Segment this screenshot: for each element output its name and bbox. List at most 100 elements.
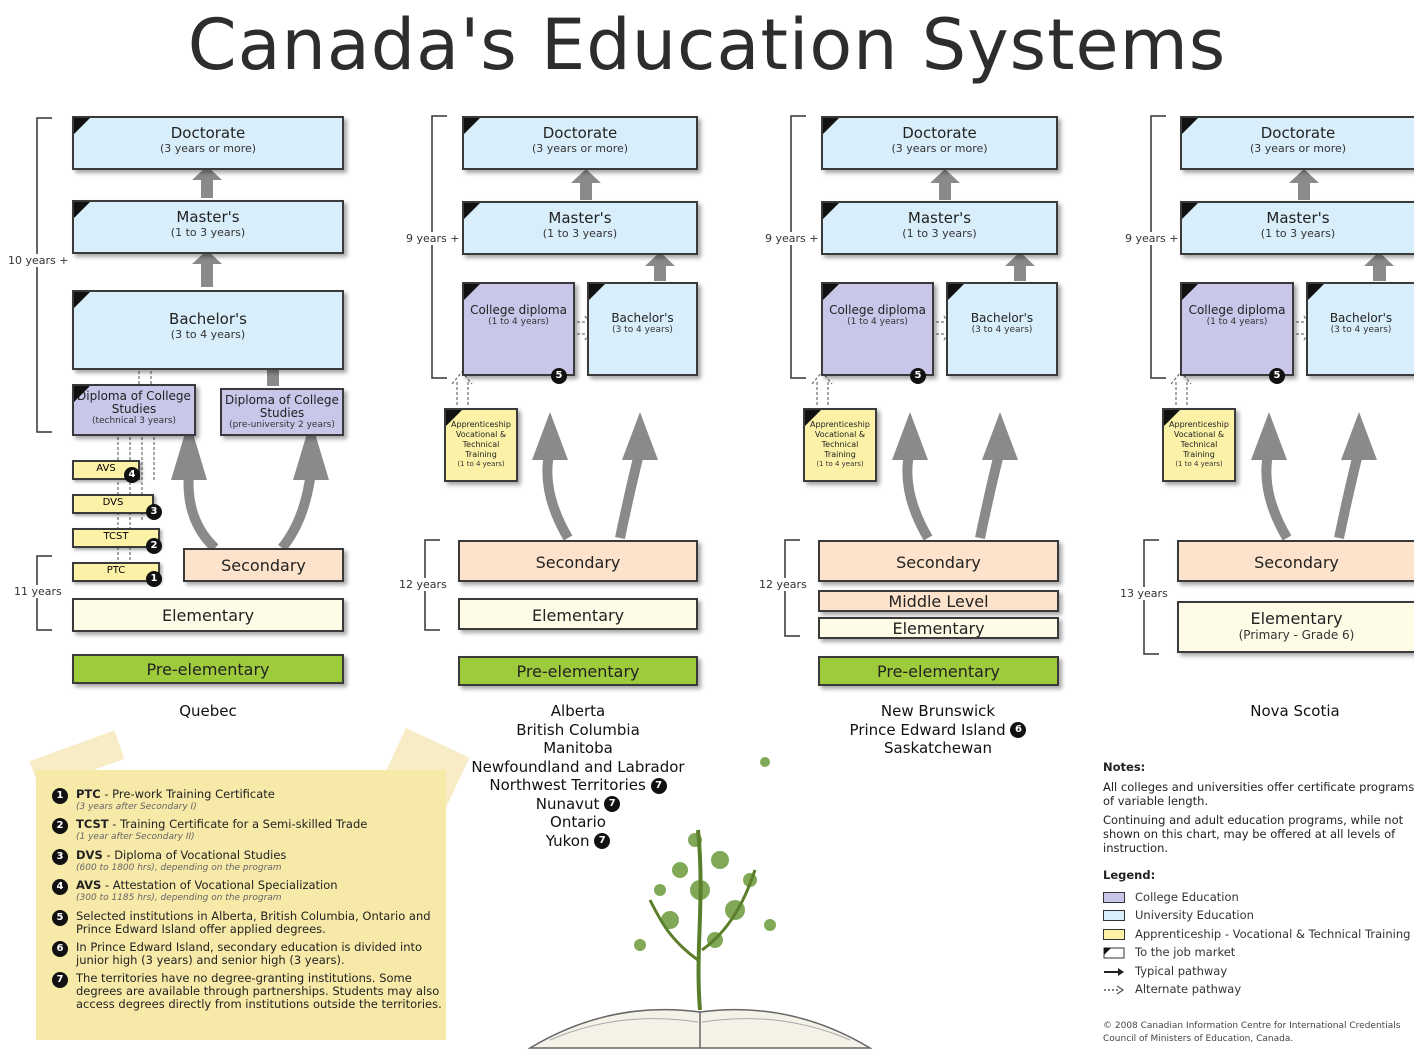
legend-label: Alternate pathway bbox=[1135, 982, 1242, 996]
job-market-marker bbox=[74, 292, 90, 308]
footnote-number: 7 bbox=[52, 972, 68, 988]
job-market-marker bbox=[464, 118, 480, 134]
job-market-marker bbox=[464, 203, 480, 219]
middle-level-box: Middle Level bbox=[818, 590, 1059, 612]
level-name: Pre-elementary bbox=[146, 660, 270, 679]
level-name: Pre-elementary bbox=[516, 662, 640, 681]
span-label: 12 years bbox=[399, 578, 447, 591]
doctorate-box: Doctorate (3 years or more) bbox=[462, 116, 698, 170]
province-row: Prince Edward Island 6 bbox=[818, 721, 1058, 740]
level-name: Master's bbox=[1266, 209, 1330, 227]
level-name: College diploma bbox=[470, 303, 567, 317]
level-duration: (3 to 4 years) bbox=[170, 328, 246, 341]
notes-paragraph: All colleges and universities offer cert… bbox=[1103, 780, 1414, 808]
level-duration: (Primary - Grade 6) bbox=[1238, 628, 1355, 642]
notes-heading: Notes: bbox=[1103, 760, 1146, 774]
footnote-abbr: PTC bbox=[76, 787, 101, 801]
doctorate-box: Doctorate (3 years or more) bbox=[821, 116, 1058, 170]
legend-label: College Education bbox=[1135, 890, 1239, 904]
level-name: Secondary bbox=[221, 556, 306, 575]
dvs-box: DVS bbox=[72, 494, 154, 514]
span-label: 9 years + bbox=[406, 232, 460, 245]
level-duration: (1 to 4 years) bbox=[1175, 460, 1223, 468]
dcs-preuniversity-box: Diploma of College Studies (pre-universi… bbox=[220, 388, 344, 436]
footnote-item: 2 TCST - Training Certificate for a Semi… bbox=[52, 818, 442, 844]
level-name: Apprenticeship Vocational & Technical Tr… bbox=[810, 420, 870, 459]
arrow-right-icon bbox=[1104, 967, 1124, 976]
footnote-item: 3 DVS - Diploma of Vocational Studies(60… bbox=[52, 849, 442, 875]
masters-box: Master's (1 to 3 years) bbox=[72, 200, 344, 254]
avs-box: AVS bbox=[72, 460, 140, 480]
level-name: Bachelor's bbox=[611, 311, 674, 325]
bachelors-box: Bachelor's (3 to 4 years) bbox=[1306, 282, 1414, 376]
job-market-marker bbox=[1182, 284, 1198, 300]
level-duration: (3 years or more) bbox=[159, 142, 257, 155]
apprenticeship-box: Apprenticeship Vocational & Technical Tr… bbox=[803, 408, 877, 482]
credit-line: Council of Ministers of Education, Canad… bbox=[1103, 1034, 1294, 1044]
apprenticeship-box: Apprenticeship Vocational & Technical Tr… bbox=[1162, 408, 1236, 482]
credit-line: © 2008 Canadian Information Centre for I… bbox=[1103, 1021, 1401, 1031]
college-diploma-box: College diploma (1 to 4 years) bbox=[1180, 282, 1294, 376]
elementary-box: Elementary bbox=[458, 598, 698, 630]
province-list-west: Alberta British Columbia Manitoba Newfou… bbox=[438, 702, 718, 850]
footnote-badge: 5 bbox=[1269, 368, 1285, 384]
footnote-item: 1 PTC - Pre-work Training Certificate(3 … bbox=[52, 788, 442, 814]
level-name: College diploma bbox=[829, 303, 926, 317]
footnote-badge: 3 bbox=[146, 504, 162, 520]
level-duration: (1 to 3 years) bbox=[1260, 227, 1336, 240]
job-market-marker bbox=[823, 203, 839, 219]
level-name: Elementary bbox=[892, 619, 985, 638]
province-name: New Brunswick bbox=[880, 702, 996, 720]
footnote-text: Selected institutions in Alberta, Britis… bbox=[76, 909, 431, 936]
legend-label: University Education bbox=[1135, 908, 1254, 922]
level-duration: (3 to 4 years) bbox=[612, 325, 673, 335]
level-duration: (3 years or more) bbox=[531, 142, 629, 155]
province-list-east: New Brunswick Prince Edward Island 6 Sas… bbox=[818, 702, 1058, 758]
province-quebec: Quebec bbox=[179, 702, 237, 720]
job-market-marker bbox=[1308, 284, 1324, 300]
job-market-marker bbox=[1182, 118, 1198, 134]
legend-item-university: University Education bbox=[1103, 907, 1254, 923]
level-duration: (1 to 4 years) bbox=[1206, 317, 1268, 327]
level-duration: (1 to 4 years) bbox=[816, 460, 864, 468]
legend-label: Typical pathway bbox=[1135, 964, 1228, 978]
legend-item-alternate: Alternate pathway bbox=[1103, 981, 1241, 997]
elementary-box: Elementary bbox=[72, 598, 344, 632]
level-name: Elementary bbox=[161, 606, 255, 625]
footnote-subtext: (300 to 1185 hrs), depending on the prog… bbox=[76, 893, 282, 903]
footnote-badge: 5 bbox=[551, 368, 567, 384]
job-market-marker bbox=[805, 410, 821, 426]
level-name: Doctorate bbox=[542, 124, 618, 142]
college-swatch bbox=[1103, 892, 1125, 903]
legend-label: Apprenticeship - Vocational & Technical … bbox=[1135, 927, 1411, 941]
level-name: Secondary bbox=[1254, 553, 1339, 572]
footnote-number: 6 bbox=[52, 941, 68, 957]
footnote-number: 3 bbox=[52, 849, 68, 865]
job-market-marker bbox=[1182, 203, 1198, 219]
province-name: Nunavut bbox=[535, 794, 600, 813]
job-market-icon bbox=[1103, 947, 1125, 958]
level-name: Apprenticeship Vocational & Technical Tr… bbox=[1169, 420, 1229, 459]
level-name: Elementary bbox=[531, 606, 625, 625]
province-nova-scotia: Nova Scotia bbox=[1250, 702, 1340, 720]
footnote-item: 6 In Prince Edward Island, secondary edu… bbox=[52, 941, 442, 967]
span-label: 13 years bbox=[1120, 587, 1168, 600]
pre-elementary-box: Pre-elementary bbox=[818, 656, 1059, 686]
level-name: Master's bbox=[176, 208, 240, 226]
legend-item-apprenticeship: Apprenticeship - Vocational & Technical … bbox=[1103, 926, 1410, 942]
footnotes-panel bbox=[36, 770, 446, 1040]
job-market-marker bbox=[1164, 410, 1180, 426]
job-market-marker bbox=[589, 284, 605, 300]
level-duration: (pre-university 2 years) bbox=[229, 420, 335, 430]
footnote-number: 4 bbox=[52, 879, 68, 895]
university-swatch bbox=[1103, 910, 1125, 921]
level-duration: (1 to 3 years) bbox=[542, 227, 618, 240]
province-name: Ontario bbox=[550, 813, 606, 831]
legend-heading: Legend: bbox=[1103, 868, 1156, 882]
level-name: Master's bbox=[548, 209, 612, 227]
book-plant-illustration bbox=[527, 757, 873, 1049]
legend-label: To the job market bbox=[1135, 945, 1236, 959]
secondary-box: Secondary bbox=[183, 548, 344, 582]
footnote-subtext: (600 to 1800 hrs), depending on the prog… bbox=[76, 863, 282, 873]
